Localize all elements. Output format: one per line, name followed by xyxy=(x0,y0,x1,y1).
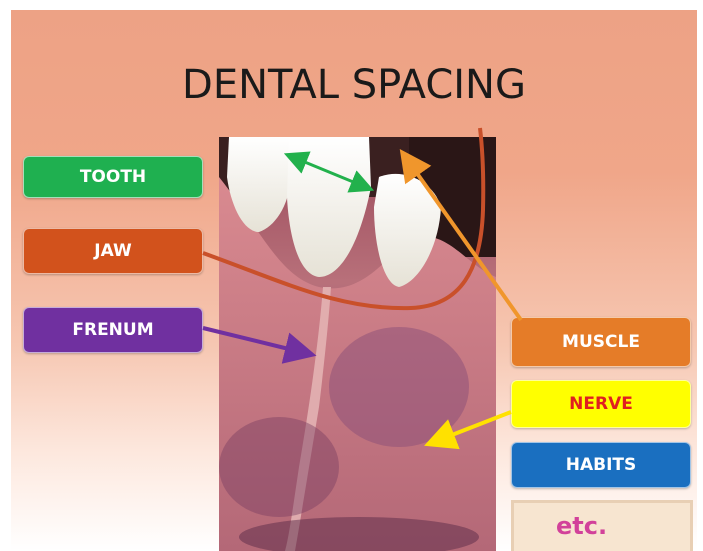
slide: DENTAL SPACING xyxy=(11,10,697,551)
annotation-arrows xyxy=(11,10,697,551)
frenum-arrow xyxy=(203,328,301,352)
tooth-arrow xyxy=(295,158,363,186)
muscle-arrow xyxy=(409,162,521,320)
jaw-curve xyxy=(203,128,483,308)
nerve-arrow xyxy=(439,412,511,440)
